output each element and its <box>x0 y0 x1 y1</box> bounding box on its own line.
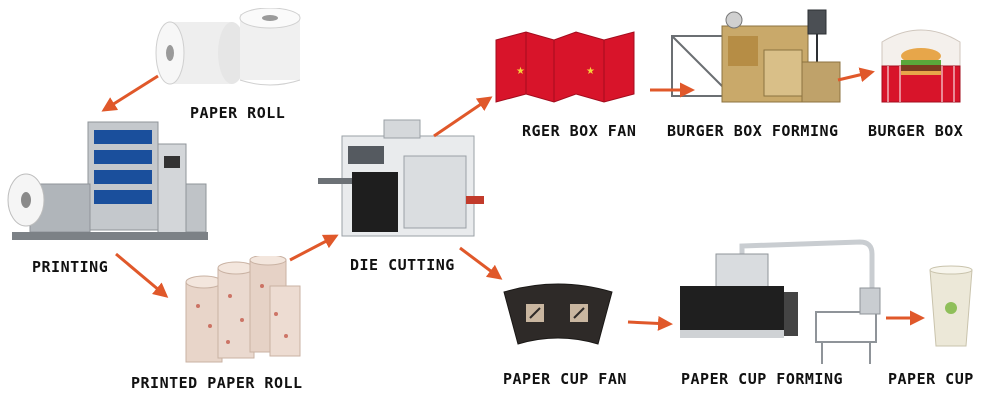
label-paper-roll: PAPER ROLL <box>190 104 286 122</box>
box-forming-machine-icon <box>671 9 841 103</box>
label-burger-box-fan: RGER BOX FAN <box>522 122 637 140</box>
cup-forming-machine-icon <box>680 239 881 364</box>
label-paper-cup: PAPER CUP <box>888 370 974 388</box>
svg-text:★: ★ <box>586 66 595 77</box>
label-burger-box-forming: BURGER BOX FORMING <box>667 122 839 140</box>
label-burger-box: BURGER BOX <box>868 122 964 140</box>
printing-machine-icon <box>7 121 208 240</box>
arrow-die-cutting-to-paper-cup-fan <box>459 246 503 280</box>
label-printing: PRINTING <box>32 258 109 276</box>
arrow-printed-paper-roll-to-die-cutting <box>289 234 339 262</box>
printed-roll-icon <box>185 256 301 363</box>
arrow-paper-roll-to-printing <box>101 74 159 112</box>
paper-roll-icon <box>155 8 301 86</box>
label-die-cutting: DIE CUTTING <box>350 256 455 274</box>
arrow-printing-to-printed-paper-roll <box>115 252 169 298</box>
svg-text:★: ★ <box>516 66 525 77</box>
arrow-die-cutting-to-burger-box-fan <box>433 96 493 138</box>
cup-fan-icon <box>503 283 613 345</box>
label-paper-cup-forming: PAPER CUP FORMING <box>681 370 844 388</box>
burger-box-icon <box>881 29 961 103</box>
label-printed-paper-roll: PRINTED PAPER ROLL <box>131 374 303 392</box>
die-cutting-machine-icon <box>318 119 484 237</box>
arrow-paper-cup-fan-to-paper-cup-forming <box>627 315 673 331</box>
paper-cup-icon <box>929 265 973 347</box>
arrow-burger-box-forming-to-burger-box <box>837 67 875 83</box>
burger-box-fan-icon: ★ ★ <box>495 31 635 103</box>
label-paper-cup-fan: PAPER CUP FAN <box>503 370 627 388</box>
